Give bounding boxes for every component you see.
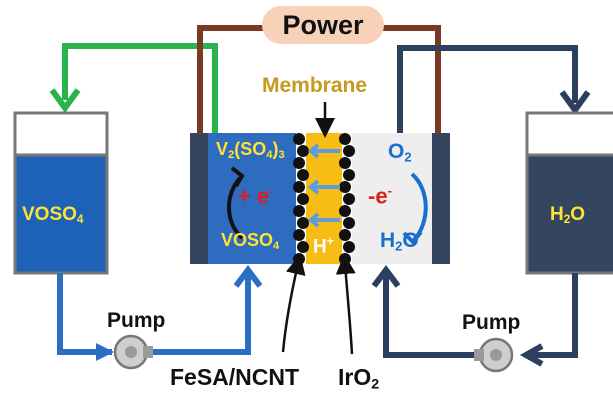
fesa-pointer [281, 254, 306, 353]
right-pipe-return [383, 275, 478, 358]
catalyst-bead [339, 181, 351, 193]
right-electrode [432, 133, 450, 264]
navy-wire-arrowhead [559, 90, 591, 116]
right-pipe-arrowhead-1 [519, 343, 544, 367]
hplus-label: H+ [313, 234, 334, 258]
left-tank-top [13, 111, 109, 157]
catalyst-bead [297, 169, 309, 181]
catalyst-bead [297, 145, 309, 157]
red-wire-right [376, 25, 441, 133]
left-compartment [208, 133, 296, 264]
catalyst-bead [293, 205, 305, 217]
v2so43-label: V2(SO4)3 [216, 139, 285, 161]
voso4-cell-label: VOSO4 [221, 230, 280, 252]
catalyst-bead [343, 217, 355, 229]
fesa-ncnt-label: FeSA/NCNT [170, 364, 300, 390]
electron-left-label: + e- [238, 183, 274, 209]
left-pump-icon [113, 334, 153, 370]
membrane-layer [306, 133, 342, 264]
membrane-label: Membrane [262, 74, 368, 97]
left-pump-label: Pump [107, 309, 166, 332]
fesa-ncnt-beads [293, 133, 309, 265]
right-pipe-arrowhead-2 [371, 265, 401, 288]
left-pipe-arrowhead-1 [96, 343, 114, 361]
catalyst-bead [293, 157, 305, 169]
right-pump-icon [474, 337, 514, 373]
left-cycle-arrowhead [230, 166, 245, 188]
green-wire-arrowhead [49, 88, 81, 114]
catalyst-bead [297, 241, 309, 253]
catalyst-bead [339, 157, 351, 169]
catalyst-bead [293, 181, 305, 193]
iro2-label: IrO2 [338, 364, 380, 393]
iro2-beads [339, 133, 355, 265]
catalyst-bead [297, 193, 309, 205]
catalyst-bead [343, 169, 355, 181]
right-pump-label: Pump [462, 311, 521, 334]
right-tank-label: H2O [550, 204, 586, 226]
left-electrode [190, 133, 208, 264]
catalyst-bead [339, 133, 351, 145]
catalyst-bead [339, 205, 351, 217]
left-pipe-arrowhead-2 [233, 265, 263, 288]
right-pipe-out [528, 273, 578, 358]
catalyst-bead [343, 241, 355, 253]
catalyst-bead [297, 217, 309, 229]
catalyst-bead [339, 229, 351, 241]
right-tank-top [525, 111, 613, 157]
navy-wire [397, 45, 578, 133]
catalyst-bead [343, 193, 355, 205]
right-tank-liquid [525, 153, 613, 275]
catalyst-bead [339, 253, 351, 265]
left-pipe-return [150, 275, 251, 355]
catalyst-bead [343, 145, 355, 157]
proton-arrows [307, 143, 340, 228]
right-cycle-arrowhead [402, 230, 423, 245]
iro2-pointer [335, 254, 356, 355]
red-wire-left [197, 25, 270, 133]
left-tank-liquid [13, 153, 109, 275]
electron-right-label: -e- [368, 183, 392, 209]
power-label: Power [262, 6, 384, 44]
left-pipe-out [57, 273, 112, 355]
catalyst-bead [293, 253, 305, 265]
left-tank-label: VOSO4 [22, 204, 84, 226]
h2o-cell-label: H2O [380, 229, 419, 254]
catalyst-bead [293, 229, 305, 241]
green-wire [62, 43, 218, 133]
catalyst-bead [293, 133, 305, 145]
o2-label: O2 [388, 140, 412, 165]
right-compartment [352, 133, 432, 264]
